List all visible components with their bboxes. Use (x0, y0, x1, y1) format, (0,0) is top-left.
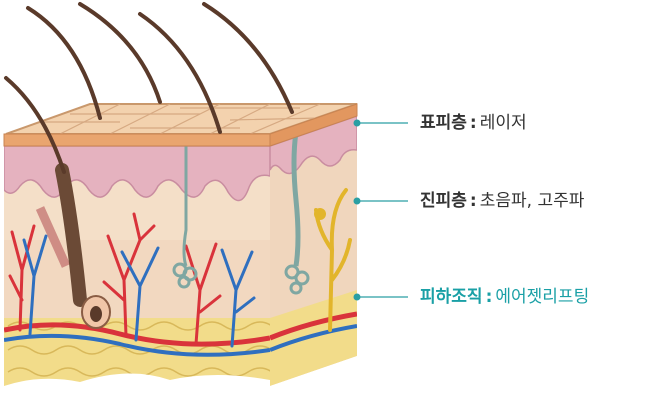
separator: : (485, 287, 493, 307)
hair-follicle (55, 163, 111, 329)
sweat-gland (172, 146, 198, 289)
label-dermis: 진피층:초음파, 고주파 (420, 191, 584, 211)
label-subcutis: 피하조직:에어젯리프팅 (420, 287, 589, 307)
layer-treatment: 초음파, 고주파 (479, 191, 585, 211)
separator: : (469, 113, 477, 133)
fat-layer (4, 318, 270, 386)
side-face (270, 104, 357, 386)
artery-horizontal (4, 322, 270, 347)
layer-term: 피하조직 (420, 287, 483, 307)
vein-horizontal (4, 333, 270, 357)
dermal-papillae-band (4, 145, 270, 202)
blood-vessel-trees (8, 212, 256, 348)
layer-treatment: 레이저 (479, 113, 527, 133)
label-epidermis: 표피층:레이저 (420, 113, 527, 133)
front-face (4, 134, 270, 386)
hair-shafts (4, 2, 294, 174)
epidermis-top-surface (3, 103, 358, 147)
layer-term: 진피층 (420, 191, 467, 211)
layer-treatment: 에어젯리프팅 (495, 287, 590, 307)
separator: : (469, 191, 477, 211)
layer-term: 표피층 (420, 113, 467, 133)
leader-lines (353, 119, 408, 301)
arrector-muscle (35, 206, 71, 268)
